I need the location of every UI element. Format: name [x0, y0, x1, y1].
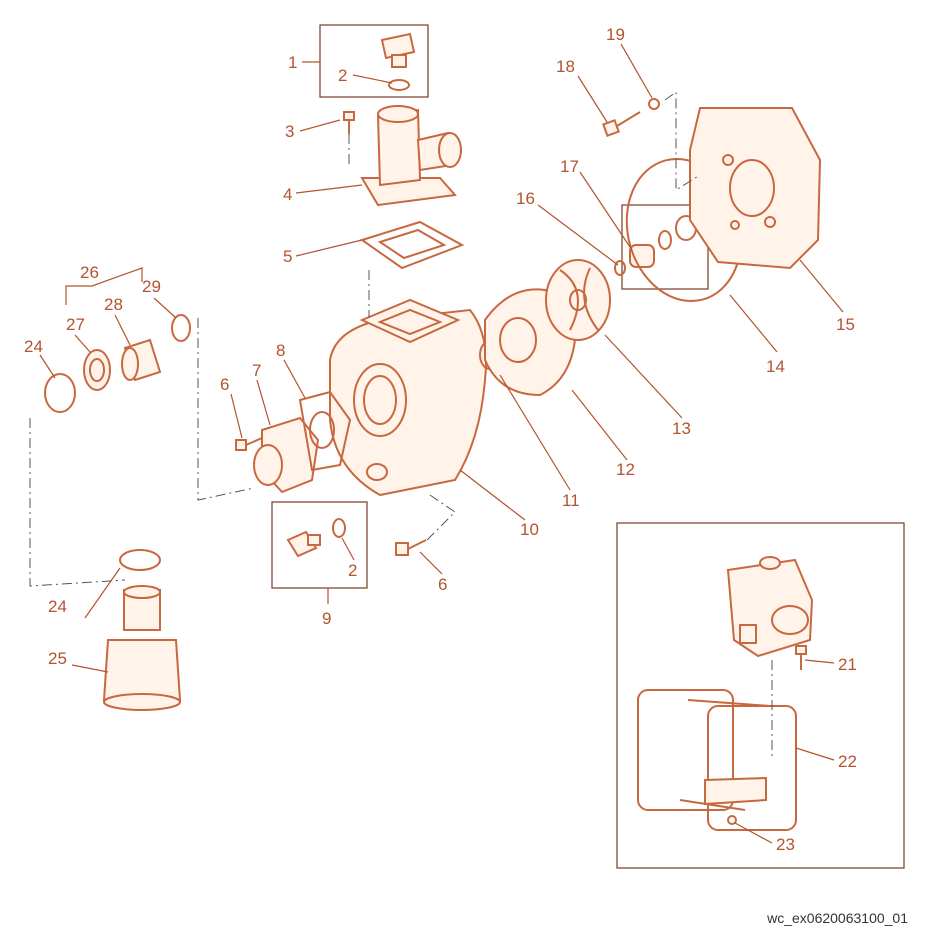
callout-28: 28 — [104, 295, 123, 314]
callout-9: 9 — [322, 609, 331, 628]
callout-11: 11 — [562, 491, 580, 510]
callout-21: 21 — [838, 655, 857, 674]
callout-17: 17 — [560, 157, 579, 176]
image-id-label: wc_ex0620063100_01 — [767, 910, 908, 926]
bolt-23 — [727, 815, 737, 825]
callout-24-bottom: 24 — [48, 597, 67, 616]
pump-casing — [329, 298, 487, 497]
suction-flange-7 — [253, 416, 320, 494]
callout-10: 10 — [520, 520, 539, 539]
callout-24-top: 24 — [24, 337, 43, 356]
flange-gasket-8 — [298, 390, 352, 472]
callout-22: 22 — [838, 752, 857, 771]
discharge-elbow — [360, 105, 462, 207]
callout-6-left: 6 — [220, 375, 229, 394]
engine-frame-box — [616, 522, 905, 869]
callout-4: 4 — [283, 185, 292, 204]
callout-2-bottom: 2 — [348, 561, 357, 580]
o-ring-drain — [332, 518, 346, 538]
callout-13: 13 — [672, 419, 691, 438]
callout-5: 5 — [283, 247, 292, 266]
callout-3: 3 — [285, 122, 294, 141]
callout-27: 27 — [66, 315, 85, 334]
callout-8: 8 — [276, 341, 285, 360]
callout-2-top: 2 — [338, 66, 347, 85]
hose-coupling-27 — [83, 349, 111, 391]
bolt-18 — [602, 111, 641, 137]
hose-clamp-24-top — [44, 373, 76, 413]
seal-plate-15 — [689, 107, 822, 270]
callout-6-bottom: 6 — [438, 575, 447, 594]
hose-clamp-24-bottom — [119, 549, 161, 571]
filler-plug — [380, 32, 416, 68]
callout-14: 14 — [766, 357, 785, 376]
gasket-29 — [171, 314, 191, 342]
impeller-13 — [545, 259, 611, 341]
callout-26: 26 — [80, 263, 99, 282]
bolt-21 — [795, 645, 807, 670]
hose-nipple-28 — [121, 338, 162, 382]
mechanical-seal-17 — [629, 215, 697, 268]
callout-25: 25 — [48, 649, 67, 668]
frame-22 — [637, 689, 797, 831]
bolt-6-bottom — [395, 539, 427, 556]
callout-19: 19 — [606, 25, 625, 44]
strainer-25 — [102, 585, 182, 711]
bolt-3 — [343, 111, 355, 134]
o-ring-top — [388, 79, 410, 91]
drain-plug — [286, 530, 321, 558]
callout-7: 7 — [252, 361, 261, 380]
callout-15: 15 — [836, 315, 855, 334]
group-box-9 — [271, 501, 368, 589]
callout-16: 16 — [516, 189, 535, 208]
engine — [726, 556, 814, 658]
washer-16 — [614, 260, 626, 276]
group-box-1 — [319, 24, 429, 98]
callout-23: 23 — [776, 835, 795, 854]
callout-29: 29 — [142, 277, 161, 296]
callout-18: 18 — [556, 57, 575, 76]
callout-1: 1 — [288, 53, 297, 72]
bolt-6-left — [235, 437, 263, 451]
callout-12: 12 — [616, 460, 635, 479]
gasket-5 — [359, 220, 465, 270]
washer-19 — [648, 98, 660, 110]
leader-lines — [39, 43, 844, 844]
